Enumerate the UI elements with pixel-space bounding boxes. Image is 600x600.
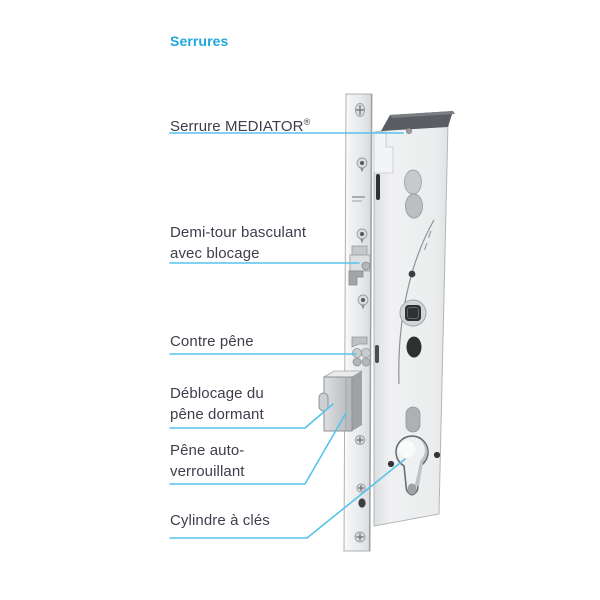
faceplate-screw-icon xyxy=(356,157,368,173)
follower-hole-lower xyxy=(405,193,423,219)
label-cylindre: Cylindre à clés xyxy=(170,512,270,529)
label-contre-pene: Contre pêne xyxy=(170,333,254,350)
latch-demi-tour xyxy=(348,245,371,286)
deadbolt-block xyxy=(318,370,364,432)
lock-case xyxy=(373,111,455,527)
faceplate-screw-icon xyxy=(357,294,369,310)
cylinder-cutout xyxy=(395,435,429,496)
rivet-dot xyxy=(408,270,416,278)
oval-hole xyxy=(406,336,422,358)
label-pene-auto: Pêne auto- verrouillant xyxy=(170,442,245,480)
lock-faceplate xyxy=(318,93,373,552)
spindle-hole xyxy=(405,305,421,321)
leader-deblocage xyxy=(169,403,334,429)
label-serrure-mediator: Serrure MEDIATOR® xyxy=(170,117,311,135)
registered-trademark-symbol: ® xyxy=(303,117,311,127)
release-button xyxy=(318,392,329,412)
leader-pene-auto xyxy=(169,412,347,485)
leader-cylindre xyxy=(169,458,406,539)
label-deblocage: Déblocage du pêne dormant xyxy=(170,385,264,423)
case-screw-icon xyxy=(405,127,412,134)
spring-wire xyxy=(398,219,435,385)
follower-hole-upper xyxy=(404,169,422,195)
cylinder-screw-left xyxy=(387,460,395,468)
label-demi-tour: Demi-tour basculant avec blocage xyxy=(170,224,307,262)
section-title: Serrures xyxy=(170,33,229,49)
faceplate-screw-icon xyxy=(354,531,366,543)
slot-hole xyxy=(405,406,421,433)
cylinder-screw-right xyxy=(433,451,441,459)
faceplate-screw-icon xyxy=(356,228,368,244)
latch-contre-pene xyxy=(351,336,371,367)
faceplate-screw-icon xyxy=(354,434,366,446)
faceplate-screw-icon xyxy=(356,483,366,493)
faceplate-screw-icon xyxy=(354,102,366,118)
